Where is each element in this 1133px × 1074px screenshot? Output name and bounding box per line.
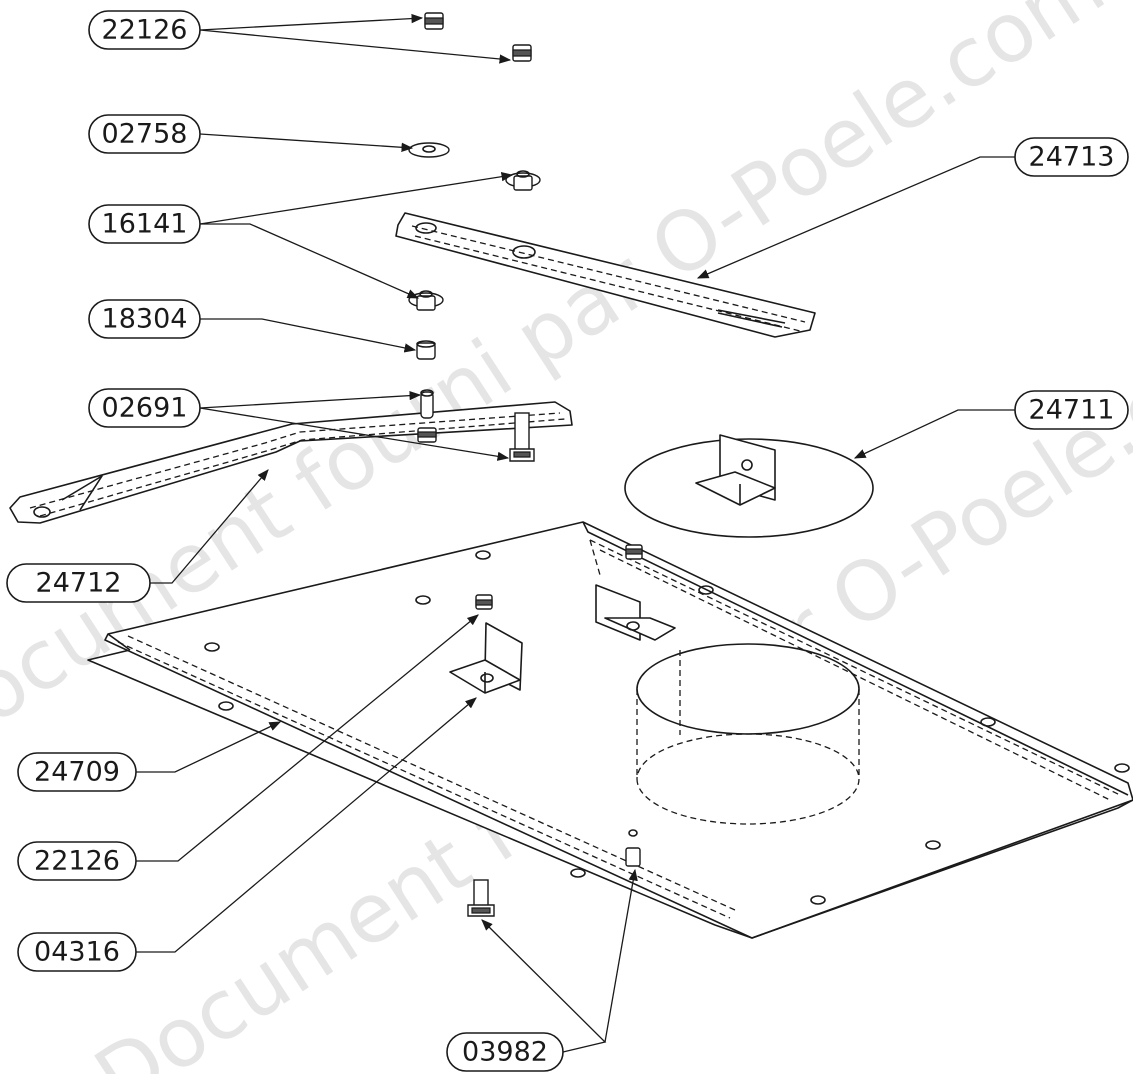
nut-22126-top-b xyxy=(512,44,532,62)
callout-16141: 16141 xyxy=(88,204,201,244)
callout-label: 16141 xyxy=(102,209,188,240)
callout-label: 02758 xyxy=(102,119,188,150)
base-plate-24709 xyxy=(87,521,1133,939)
spacer-18304 xyxy=(416,340,436,360)
washer-02758 xyxy=(408,142,450,158)
callout-label: 24712 xyxy=(36,568,122,599)
callout-label: 18304 xyxy=(102,304,188,335)
callout-label: 02691 xyxy=(102,393,188,424)
callout-label: 22126 xyxy=(102,15,188,46)
callout-22126-top: 22126 xyxy=(88,10,201,50)
callout-02691: 02691 xyxy=(88,388,201,428)
nut-on-plate-rear xyxy=(625,544,643,560)
leader-lines xyxy=(136,13,1015,1053)
arm-24712 xyxy=(9,401,573,524)
callout-18304: 18304 xyxy=(88,299,201,339)
callout-04316: 04316 xyxy=(17,932,137,972)
callout-24713: 24713 xyxy=(1014,137,1129,177)
bracket-04316 xyxy=(449,622,523,694)
bracket-plate-upper xyxy=(595,584,676,641)
pin-02691 xyxy=(420,389,434,419)
bolt-holes-front xyxy=(625,829,641,867)
callout-24711: 24711 xyxy=(1014,390,1129,430)
callout-label: 24711 xyxy=(1029,395,1115,426)
callout-label: 24709 xyxy=(34,757,120,788)
callout-label: 04316 xyxy=(34,937,120,968)
callout-03982: 03982 xyxy=(446,1032,564,1072)
callout-label: 22126 xyxy=(34,846,120,877)
callout-22126-bottom: 22126 xyxy=(17,841,137,881)
disc-24711 xyxy=(624,434,874,538)
strip-24713 xyxy=(395,212,816,338)
nut-16141-lower xyxy=(408,290,444,311)
callout-24712: 24712 xyxy=(6,563,151,603)
nut-22126-top-a xyxy=(424,12,444,30)
callout-label: 24713 xyxy=(1029,142,1115,173)
callout-02758: 02758 xyxy=(88,114,201,154)
nut-22126-on-plate xyxy=(475,594,493,610)
callout-label: 03982 xyxy=(462,1037,548,1068)
callout-24709: 24709 xyxy=(17,752,137,792)
nut-16141-upper xyxy=(505,170,541,191)
bolt-03982 xyxy=(467,879,495,917)
